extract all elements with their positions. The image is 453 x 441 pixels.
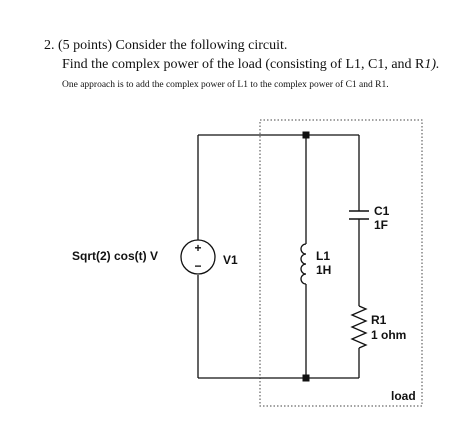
question-task-suffix: 1). bbox=[424, 57, 440, 72]
question-hint: One approach is to add the complex power… bbox=[62, 80, 389, 90]
question-task: Find the complex power of the load (cons… bbox=[62, 57, 440, 73]
resistor-value-label: 1 ohm bbox=[371, 328, 406, 342]
capacitor-name-label: C1 bbox=[374, 204, 390, 218]
capacitor-symbol bbox=[349, 210, 369, 220]
capacitor-value-label: 1F bbox=[374, 218, 388, 232]
resistor-symbol bbox=[350, 305, 368, 349]
source-name-label: V1 bbox=[223, 253, 238, 267]
inductor-name-label: L1 bbox=[316, 249, 330, 263]
junction-bottom bbox=[302, 374, 310, 382]
inductor-value-label: 1H bbox=[316, 263, 331, 277]
inductor-symbol bbox=[300, 243, 307, 285]
load-boundary bbox=[259, 119, 423, 407]
source-minus-sign: − bbox=[194, 259, 201, 273]
voltage-source-symbol bbox=[180, 239, 216, 275]
question-task-prefix: Find the complex power of the load (cons… bbox=[62, 57, 425, 72]
source-plus-sign: + bbox=[194, 241, 201, 255]
source-expression-label: Sqrt(2) cos(t) V bbox=[72, 249, 158, 263]
circuit-wires bbox=[197, 134, 360, 379]
load-label: load bbox=[391, 389, 416, 403]
junction-top bbox=[302, 131, 310, 139]
question-heading: 2. (5 points) Consider the following cir… bbox=[44, 38, 288, 53]
resistor-name-label: R1 bbox=[371, 313, 387, 327]
